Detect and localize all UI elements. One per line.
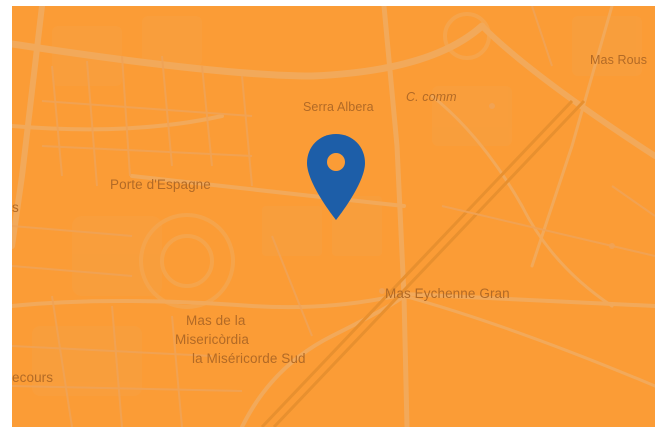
map-label-serra-albera: Serra Albera: [303, 100, 374, 114]
map-marker-icon[interactable]: [305, 132, 367, 222]
map-label-porte-d-espagne: Porte d'Espagne: [110, 177, 211, 192]
map-label-la-misericorde-sud: la Miséricorde Sud: [192, 351, 306, 366]
map-label-mas-eychenne-gran: Mas Eychenne Gran: [385, 286, 510, 301]
map-label-c-comm: C. comm: [406, 90, 457, 104]
map-label-mas-de-la: Mas de la: [186, 313, 246, 328]
map-label-misericordia: Misericòrdia: [175, 332, 249, 347]
map-label-mas-rous: Mas Rous: [590, 53, 648, 67]
map-label-s: s: [12, 200, 19, 215]
map-tiles: [12, 6, 655, 427]
map-view[interactable]: Serra Albera C. comm Mas Rous Porte d'Es…: [12, 6, 655, 427]
map-label-ecours: ecours: [12, 370, 54, 385]
